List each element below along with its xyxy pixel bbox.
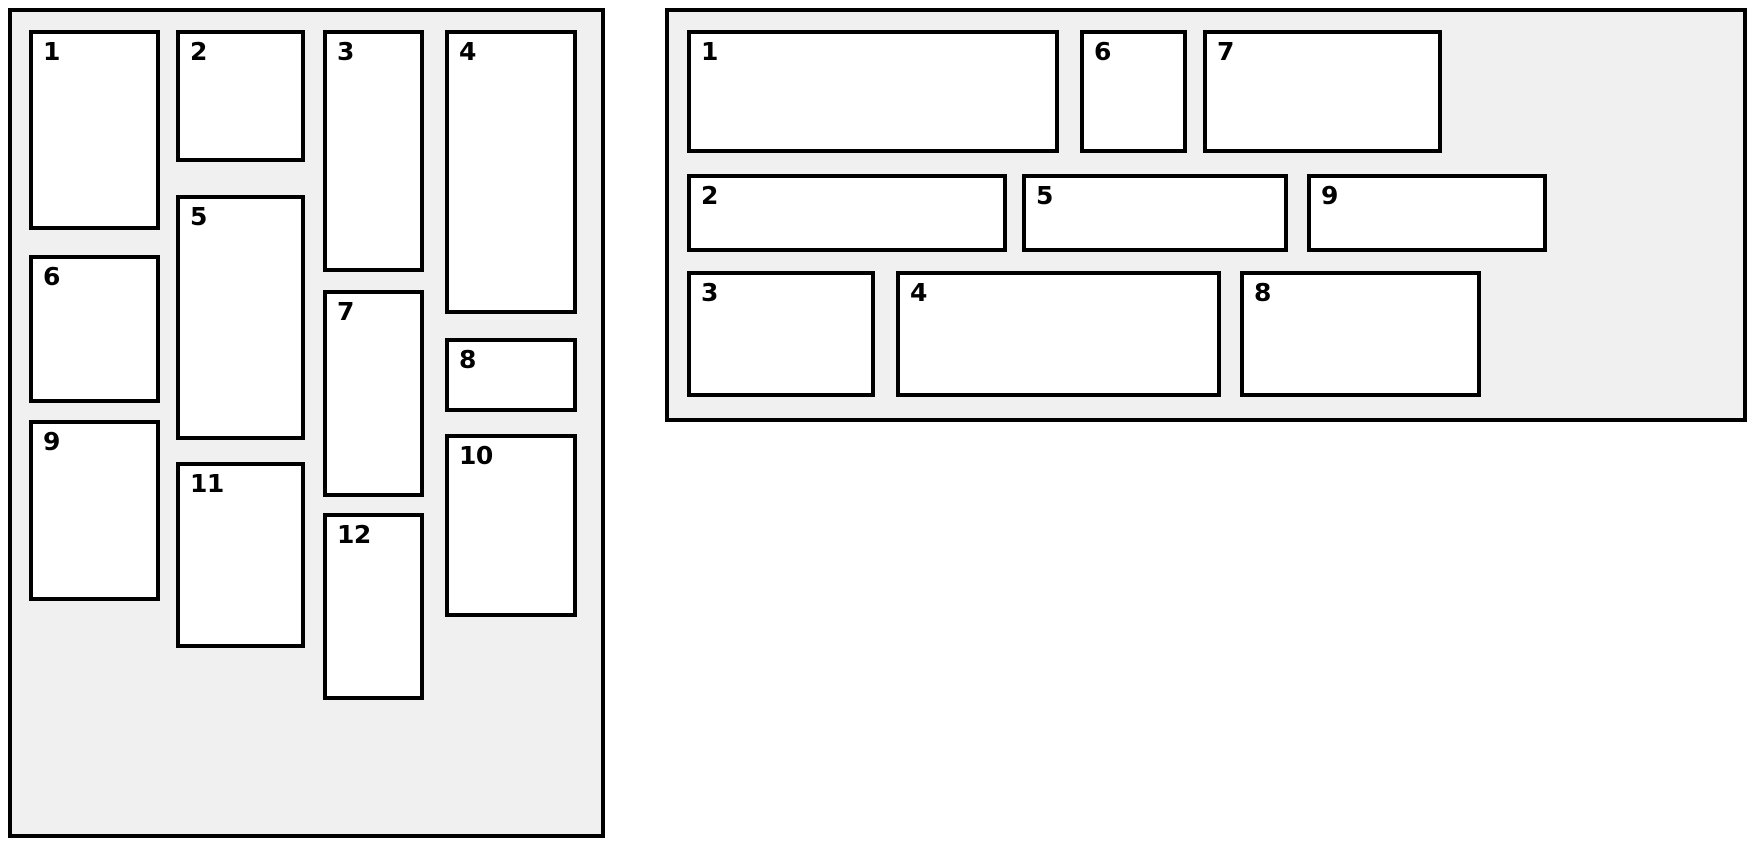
left-panel-box-7[interactable]: 7 — [323, 290, 424, 497]
left-panel-box-6-label: 6 — [43, 262, 60, 291]
right-panel-box-6[interactable]: 6 — [1080, 30, 1187, 153]
left-panel-box-9-label: 9 — [43, 427, 60, 456]
right-panel-box-6-label: 6 — [1094, 37, 1111, 66]
right-panel-box-1-label: 1 — [701, 37, 718, 66]
right-panel-box-5[interactable]: 5 — [1022, 174, 1288, 252]
left-panel-box-10-label: 10 — [459, 441, 493, 470]
left-panel-box-8-label: 8 — [459, 345, 476, 374]
left-panel-box-11[interactable]: 11 — [176, 462, 305, 648]
left-panel-box-4[interactable]: 4 — [445, 30, 577, 314]
right-panel-box-2-label: 2 — [701, 181, 718, 210]
right-panel-box-5-label: 5 — [1036, 181, 1053, 210]
left-panel-box-2-label: 2 — [190, 37, 207, 66]
left-panel-box-5-label: 5 — [190, 202, 207, 231]
left-panel-box-3-label: 3 — [337, 37, 354, 66]
left-panel-box-9[interactable]: 9 — [29, 420, 160, 601]
left-panel-box-2[interactable]: 2 — [176, 30, 305, 162]
left-panel-box-1[interactable]: 1 — [29, 30, 160, 230]
right-panel-box-4[interactable]: 4 — [896, 271, 1221, 397]
right-panel-box-2[interactable]: 2 — [687, 174, 1007, 252]
left-panel-box-7-label: 7 — [337, 297, 354, 326]
right-panel-box-3-label: 3 — [701, 278, 718, 307]
left-panel-box-1-label: 1 — [43, 37, 60, 66]
right-panel-box-9-label: 9 — [1321, 181, 1338, 210]
left-panel-box-4-label: 4 — [459, 37, 476, 66]
right-panel-box-7-label: 7 — [1217, 37, 1234, 66]
right-panel-box-8-label: 8 — [1254, 278, 1271, 307]
left-panel-box-10[interactable]: 10 — [445, 434, 577, 617]
left-panel-box-6[interactable]: 6 — [29, 255, 160, 403]
left-panel-box-11-label: 11 — [190, 469, 224, 498]
right-panel-box-3[interactable]: 3 — [687, 271, 875, 397]
right-panel-box-8[interactable]: 8 — [1240, 271, 1481, 397]
right-panel-box-9[interactable]: 9 — [1307, 174, 1547, 252]
right-panel-box-7[interactable]: 7 — [1203, 30, 1442, 153]
left-panel-box-3[interactable]: 3 — [323, 30, 424, 272]
left-panel-box-12[interactable]: 12 — [323, 513, 424, 700]
right-panel-box-1[interactable]: 1 — [687, 30, 1059, 153]
left-panel-box-12-label: 12 — [337, 520, 371, 549]
left-panel-box-8[interactable]: 8 — [445, 338, 577, 412]
right-panel-box-4-label: 4 — [910, 278, 927, 307]
left-panel-box-5[interactable]: 5 — [176, 195, 305, 440]
